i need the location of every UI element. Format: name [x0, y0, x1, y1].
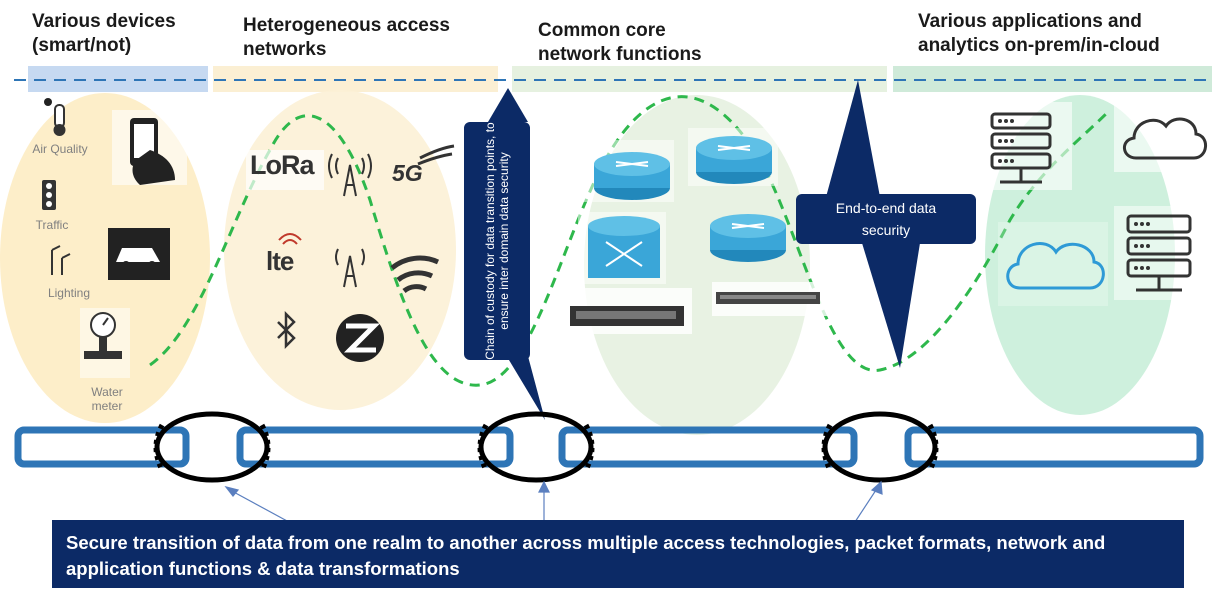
electric-car-icon: [108, 228, 170, 280]
arrow-head-1: [224, 485, 240, 497]
chain-ring-2-dots: [477, 423, 489, 472]
smartphone-hand-icon: [112, 110, 187, 185]
chain-ring-2-dots-r: [583, 423, 595, 472]
chain-ring-3-dots-r: [927, 423, 939, 472]
heading-devices: Various devices (smart/not): [32, 11, 176, 56]
chain-ring-2: [478, 411, 594, 483]
cell-tower-icon-2: [335, 248, 365, 288]
chain-ring-1-dots: [153, 423, 165, 472]
chain-ring-3-dots: [821, 423, 833, 472]
e2e-callout: End-to-end data security: [796, 194, 976, 244]
cloud-icon-2: [998, 222, 1108, 306]
lora-logo-text: LoRa: [250, 150, 314, 180]
server-icon-2: [1114, 206, 1212, 300]
e2e-callout-top-tail: [826, 80, 880, 197]
fiveg-logo-icon: [417, 144, 455, 166]
water-meter-icon: [80, 308, 130, 378]
cell-tower-icon: [328, 153, 372, 197]
chain-ring-dots: [153, 423, 939, 472]
bluetooth-icon: [277, 310, 296, 350]
heading-core: Common core network functions: [538, 20, 702, 65]
chain-ring-1-dots-r: [259, 423, 271, 472]
chain: [14, 426, 1204, 468]
water-meter-label: Water meter: [91, 385, 123, 413]
custody-callout-text: Chain of custody for data transition poi…: [483, 122, 511, 360]
chain-bar-1: [14, 426, 190, 468]
lte-logo-text: lte: [266, 246, 294, 276]
arrow-head-3: [870, 480, 883, 495]
switch-icon: [578, 212, 666, 284]
cloud-icon-1: [1114, 102, 1212, 172]
router-icon-2: [688, 128, 778, 186]
network-appliance-icon-2: [712, 282, 840, 316]
arrow-to-ring-3: [854, 486, 879, 523]
fiveg-logo-text: 5G: [392, 160, 423, 186]
custody-callout: Chain of custody for data transition poi…: [464, 122, 530, 360]
chain-ring-1: [154, 411, 270, 483]
chain-bar-4: [904, 426, 1204, 468]
chain-ring-3: [822, 411, 938, 483]
router-icon-3: [710, 214, 786, 262]
chain-bar-3: [558, 426, 858, 468]
chain-rings: [154, 411, 938, 483]
arrow-head-2: [538, 480, 550, 493]
wifi-icon: [390, 255, 440, 294]
traffic-light-icon: [42, 180, 56, 210]
heading-apps: Various applications and analytics on-pr…: [918, 11, 1160, 56]
e2e-callout-text: End-to-end data security: [835, 200, 937, 238]
traffic-label: Traffic: [35, 218, 69, 232]
lighting-label: Lighting: [47, 286, 91, 300]
air-quality-label: Air Quality: [32, 142, 88, 156]
heading-access: Heterogeneous access networks: [243, 15, 450, 60]
custody-callout-top-tail: [488, 88, 528, 122]
e2e-callout-bottom-tail: [862, 243, 920, 368]
zwave-logo-icon: [336, 314, 384, 362]
router-icon-1: [582, 140, 674, 202]
server-icon-1: [982, 102, 1072, 190]
chain-bar-2: [236, 426, 514, 468]
lte-logo-icon: [278, 233, 302, 245]
lora-logo-icon: [246, 150, 324, 190]
summary-banner: Secure transition of data from one realm…: [52, 520, 1184, 588]
thermometer-icon: [44, 98, 66, 136]
summary-banner-text: Secure transition of data from one realm…: [66, 532, 1106, 579]
street-light-icon: [51, 245, 71, 275]
custody-callout-bottom-tail: [500, 345, 545, 420]
network-appliance-icon-1: [556, 288, 692, 334]
